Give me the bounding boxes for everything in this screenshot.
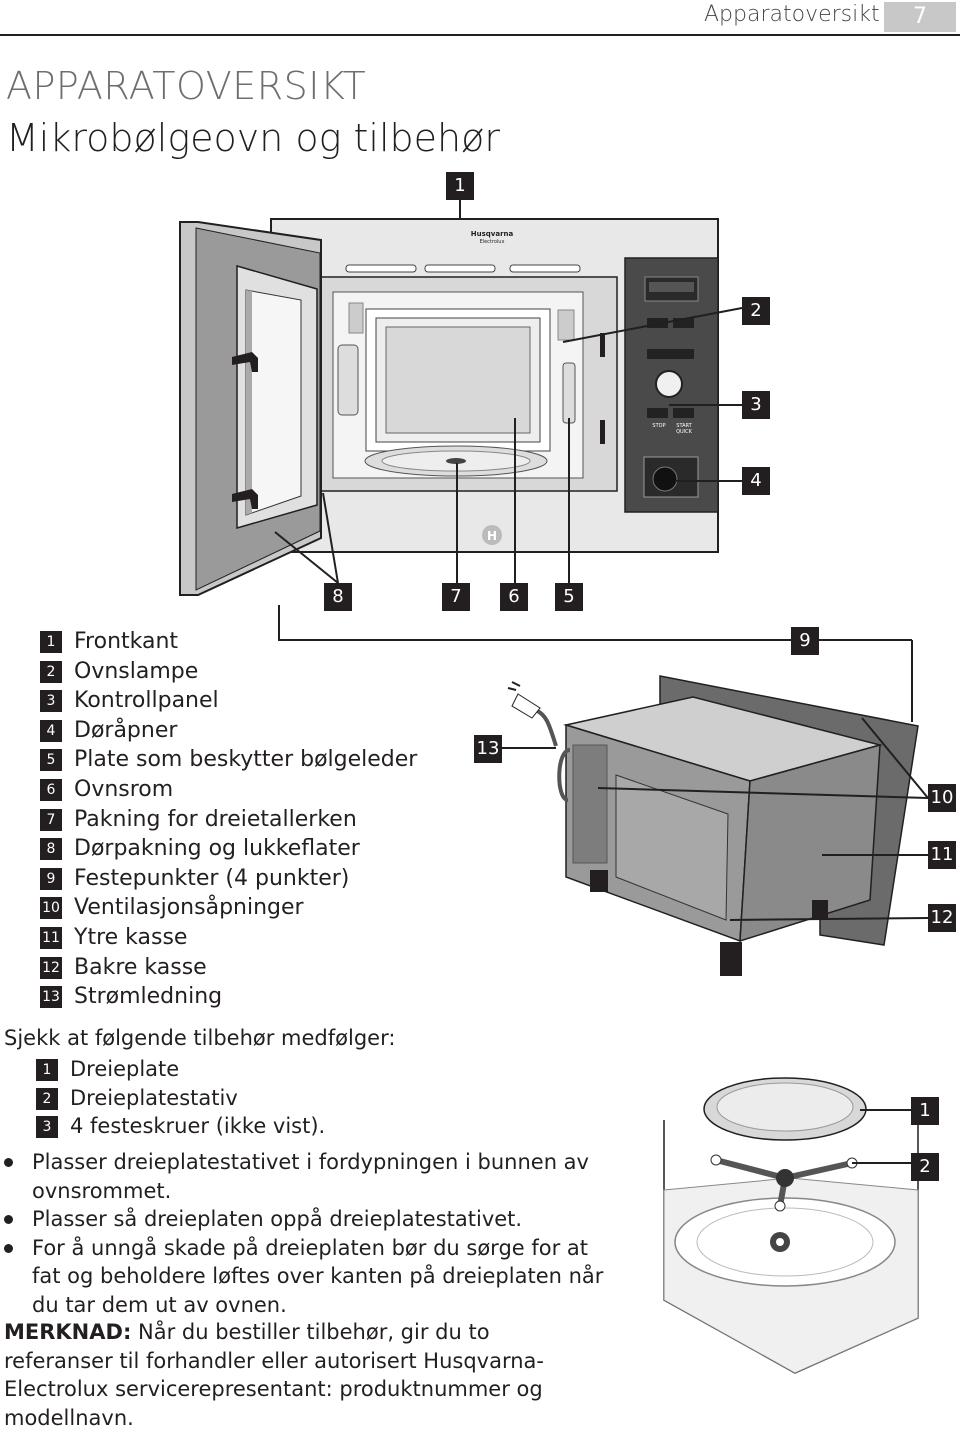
- stop-label: STOP: [652, 423, 665, 429]
- accessory-item: 1 Dreieplate: [36, 1055, 325, 1084]
- microwave-rear-illustration: [502, 639, 929, 976]
- legend-number: 11: [40, 926, 62, 949]
- legend-number: 8: [40, 838, 62, 861]
- page-number: 7: [884, 2, 956, 32]
- bullet-item: Plasser så dreieplaten oppå dreieplatest…: [4, 1205, 604, 1234]
- legend-item: 10 Ventilasjonsåpninger: [40, 893, 417, 923]
- microwave-front-illustration: Husqvarna Electrolux STOP START QUICK H: [179, 200, 743, 596]
- legend-item: 9 Festepunkter (4 punkter): [40, 864, 417, 894]
- callout-4: 4: [742, 467, 770, 495]
- legend-number: 7: [40, 808, 62, 831]
- legend-label: Plate som beskytter bølgeleder: [74, 747, 418, 773]
- callout-13: 13: [474, 735, 502, 763]
- section-title: APPARATOVERSIKT: [6, 64, 367, 108]
- accessories-heading: Sjekk at følgende tilbehør medfølger:: [4, 1026, 396, 1050]
- note-text: Når du bestiller tilbehør, gir du to ref…: [4, 1320, 544, 1430]
- instruction-bullets: Plasser dreieplatestativet i fordypninge…: [4, 1148, 604, 1319]
- legend-item: 7 Pakning for dreietallerken: [40, 805, 417, 835]
- bullet-text: Plasser så dreieplaten oppå dreieplatest…: [32, 1207, 523, 1231]
- legend-item: 12 Bakre kasse: [40, 953, 417, 983]
- legend-number: 6: [40, 778, 62, 801]
- legend-item: 1 Frontkant: [40, 627, 417, 657]
- legend-label: Døråpner: [74, 717, 178, 743]
- accessories-list: 1 Dreieplate 2 Dreieplatestativ 3 4 festesk…: [36, 1055, 325, 1141]
- bullet-text: Plasser dreieplatestativet i fordypninge…: [32, 1150, 589, 1203]
- legend-item: 2 Ovnslampe: [40, 657, 417, 687]
- bullet-item: For å unngå skade på dreieplaten bør du …: [4, 1234, 604, 1320]
- legend-label: Pakning for dreietallerken: [74, 806, 357, 832]
- legend-label: Festepunkter (4 punkter): [74, 865, 350, 891]
- legend-number: 5: [40, 749, 62, 772]
- legend-label: Bakre kasse: [74, 954, 207, 980]
- legend-item: 11 Ytre kasse: [40, 923, 417, 953]
- callout-2: 2: [742, 297, 770, 325]
- header-rule: [0, 34, 960, 36]
- legend-label: Ovnsrom: [74, 776, 174, 802]
- legend-label: Frontkant: [74, 629, 179, 654]
- bullet-item: Plasser dreieplatestativet i fordypninge…: [4, 1148, 604, 1205]
- section-subtitle: Mikrobølgeovn og tilbehør: [6, 116, 500, 160]
- running-header: Apparatoversikt: [704, 2, 880, 27]
- callout-6: 6: [500, 583, 528, 611]
- legend-item: 5 Plate som beskytter bølgeleder: [40, 745, 417, 775]
- callout-9: 9: [791, 627, 819, 655]
- legend-number: 12: [40, 956, 62, 979]
- legend-number: 13: [40, 986, 62, 1009]
- legend-item: 13 Strømledning: [40, 982, 417, 1012]
- accessory-label: 4 festeskruer (ikke vist).: [70, 1114, 326, 1138]
- accessory-number: 3: [36, 1116, 58, 1138]
- legend-number: 3: [40, 690, 62, 713]
- callout-9-bracket: [278, 605, 792, 641]
- brand-name: Husqvarna: [471, 230, 514, 238]
- callout-8: 8: [324, 583, 352, 611]
- callout-1: 1: [446, 172, 474, 200]
- legend-label: Ventilasjonsåpninger: [74, 895, 304, 921]
- callout-11: 11: [928, 841, 956, 869]
- legend-number: 1: [40, 631, 62, 653]
- accessory-item: 2 Dreieplatestativ: [36, 1084, 325, 1113]
- legend-label: Strømledning: [74, 984, 223, 1010]
- bullet-text: For å unngå skade på dreieplaten bør du …: [32, 1235, 604, 1317]
- start-label: START: [676, 423, 692, 429]
- callout-12: 12: [928, 904, 956, 932]
- note-paragraph: MERKNAD: Når du bestiller tilbehør, gir …: [4, 1318, 604, 1432]
- legend-label: Dørpakning og lukkeflater: [74, 836, 360, 862]
- accessory-item: 3 4 festeskruer (ikke vist).: [36, 1112, 325, 1141]
- svg-text:H: H: [487, 529, 497, 543]
- legend-item: 3 Kontrollpanel: [40, 686, 417, 716]
- legend-label: Kontrollpanel: [74, 688, 219, 714]
- accessory-label: Dreieplatestativ: [70, 1085, 238, 1110]
- legend-item: 4 Døråpner: [40, 716, 417, 746]
- note-label: MERKNAD:: [4, 1320, 132, 1344]
- accessory-callout-2: 2: [911, 1153, 939, 1181]
- quick-label: QUICK: [676, 429, 693, 435]
- legend-number: 10: [40, 897, 62, 920]
- legend-item: 6 Ovnsrom: [40, 775, 417, 805]
- legend-number: 2: [40, 660, 62, 683]
- legend-label: Ytre kasse: [74, 924, 188, 950]
- accessory-number: 1: [36, 1059, 58, 1081]
- accessory-label: Dreieplate: [70, 1057, 180, 1081]
- legend-number: 9: [40, 867, 62, 890]
- legend-label: Ovnslampe: [74, 658, 199, 684]
- legend-number: 4: [40, 719, 62, 742]
- accessory-callout-1: 1: [911, 1097, 939, 1125]
- callout-5: 5: [555, 583, 583, 611]
- turntable-illustration: [663, 1077, 919, 1374]
- accessory-number: 2: [36, 1087, 58, 1110]
- callout-3: 3: [742, 391, 770, 419]
- legend-item: 8 Dørpakning og lukkeflater: [40, 834, 417, 864]
- brand-sub: Electrolux: [480, 239, 505, 245]
- callout-10: 10: [928, 784, 956, 812]
- callout-7: 7: [442, 583, 470, 611]
